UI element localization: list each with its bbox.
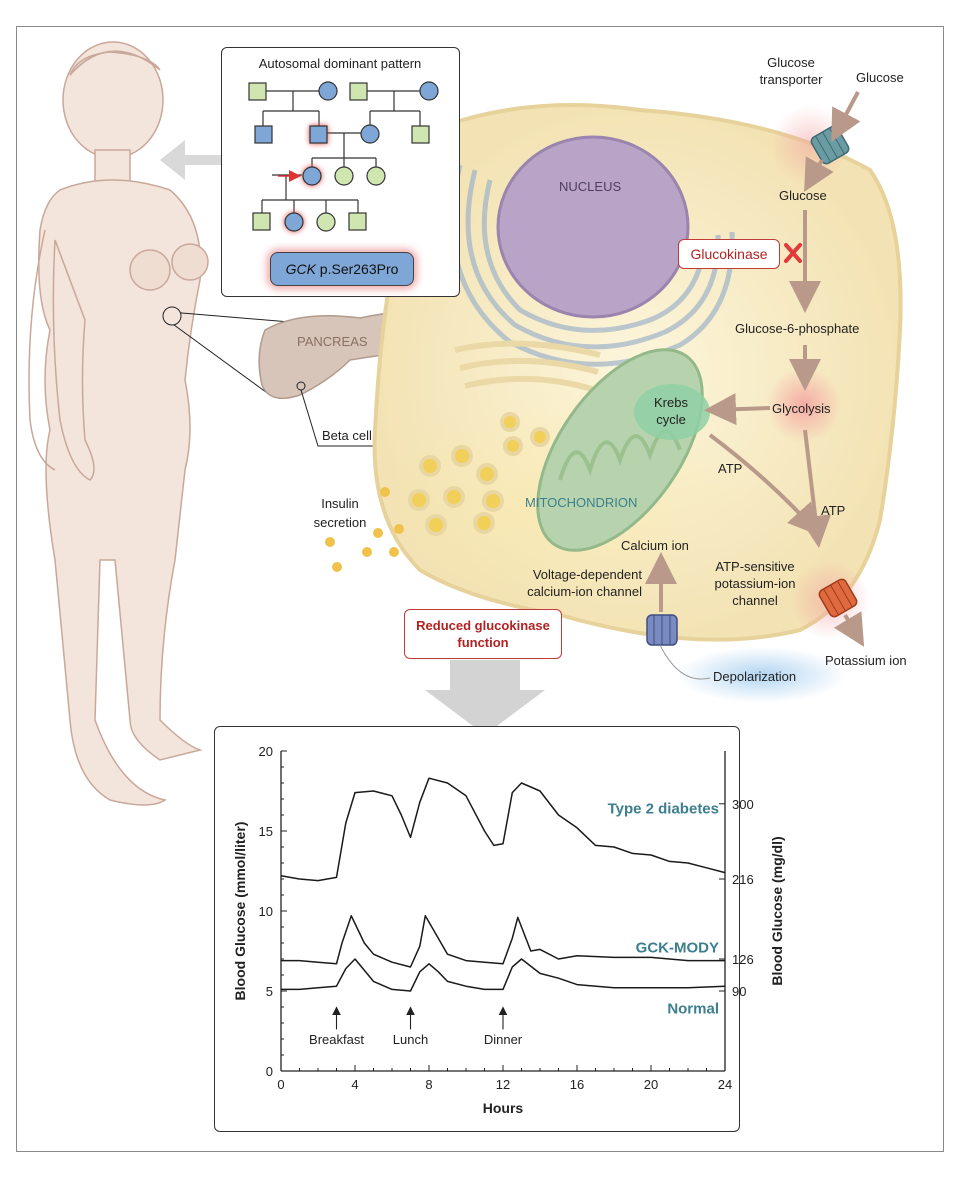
vdcc-line2: calcium-ion channel — [527, 584, 642, 599]
pedigree-male-unaffected — [348, 212, 367, 231]
mitochondrion-label: MITOCHONDRION — [525, 495, 638, 510]
y-right-tick-label: 126 — [732, 952, 754, 967]
pedigree-female-affected — [318, 81, 338, 101]
x-axis-title: Hours — [483, 1100, 524, 1116]
mutation-variant: p.Ser263Pro — [315, 261, 399, 277]
y-right-tick-label: 216 — [732, 872, 754, 887]
y-right-tick-label: 90 — [732, 984, 746, 999]
insulin-granules — [408, 412, 550, 536]
pointer-arrow-left — [160, 140, 222, 180]
pedigree-female-affected — [360, 124, 380, 144]
vdcc-line1: Voltage-dependent — [532, 567, 642, 582]
woman-figure — [28, 41, 209, 806]
glucose-transporter-line1: Glucose — [767, 55, 815, 70]
katp-label: ATP-sensitive potassium-ion channel — [700, 558, 810, 609]
krebs-line1: Krebs — [654, 395, 688, 410]
glycolysis-label: Glycolysis — [772, 401, 831, 416]
x-tick-label: 12 — [496, 1077, 510, 1092]
pedigree-proband — [302, 166, 322, 186]
katp-line2: potassium-ion — [714, 576, 796, 591]
beta-cell-label: Beta cell — [322, 428, 372, 443]
pedigree-male-unaffected — [349, 82, 368, 101]
insulin-secretion-label: Insulin secretion — [305, 494, 375, 532]
series-line-type-2-diabetes — [280, 777, 726, 882]
katp-channel — [818, 578, 858, 618]
x-tick-label: 0 — [277, 1077, 284, 1092]
y-tick-label: 20 — [259, 744, 273, 759]
secreted-insulin — [325, 487, 404, 572]
depolarization-label: Depolarization — [713, 669, 797, 684]
reduced-line1: Reduced glucokinase — [416, 618, 550, 633]
figure-frame — [16, 26, 944, 1152]
golgi — [454, 340, 601, 393]
potassium-ion-label: Potassium ion — [825, 653, 907, 668]
pedigree-chart — [248, 81, 439, 232]
katp-line1: ATP-sensitive — [715, 559, 795, 574]
meal-label-dinner: Dinner — [484, 1032, 523, 1047]
glucose-transporter-line2: transporter — [759, 72, 823, 87]
atp-label-1: ATP — [718, 461, 743, 476]
meal-label-lunch: Lunch — [393, 1032, 428, 1047]
series-label-gck-mody: GCK-MODY — [636, 940, 719, 957]
y-axis-title-right: Blood Glucose (mg/dl) — [769, 836, 785, 985]
mutation-label: GCK p.Ser263Pro — [270, 252, 414, 286]
pedigree-male-affected-proband-parent — [309, 125, 328, 144]
glucokinase-label: Glucokinase — [678, 239, 780, 269]
calcium-ion-label: Calcium ion — [621, 538, 689, 553]
pedigree-female-affected — [284, 212, 304, 232]
series-line-normal — [281, 958, 726, 992]
meal-label-breakfast: Breakfast — [309, 1032, 364, 1047]
pedigree-female-unaffected — [366, 166, 386, 186]
krebs-label: Krebs cycle — [646, 394, 696, 428]
reduced-line2: function — [457, 635, 509, 650]
pedigree-female-unaffected — [316, 212, 336, 232]
glucose-transporter-label: Glucose transporter — [748, 54, 834, 88]
series-line-gck-mody — [281, 915, 725, 968]
pathway-arrows — [645, 91, 865, 647]
pedigree-female-affected — [419, 81, 439, 101]
x-tick-label: 16 — [570, 1077, 584, 1092]
series-label-normal: Normal — [667, 1000, 719, 1017]
nucleus-shape — [496, 135, 690, 319]
y-axis-title-left: Blood Glucose (mmol/liter) — [232, 822, 248, 1001]
x-tick-label: 8 — [425, 1077, 432, 1092]
nucleus-label: NUCLEUS — [559, 179, 622, 194]
glucose-outside-label: Glucose — [856, 70, 904, 85]
series-label-type-2-diabetes: Type 2 diabetes — [608, 800, 719, 817]
pedigree-female-unaffected — [334, 166, 354, 186]
pedigree-title: Autosomal dominant pattern — [258, 56, 422, 71]
y-right-tick-label: 300 — [732, 797, 754, 812]
y-tick-label: 10 — [259, 904, 273, 919]
insulin-line1: Insulin — [321, 496, 359, 511]
glucokinase-blocked-icon — [784, 243, 802, 263]
pedigree-male-unaffected — [411, 125, 430, 144]
mutation-gene: GCK — [285, 261, 316, 277]
vdcc-label: Voltage-dependent calcium-ion channel — [512, 566, 642, 600]
x-tick-label: 20 — [644, 1077, 658, 1092]
katp-line3: channel — [732, 593, 778, 608]
y-tick-label: 5 — [266, 984, 273, 999]
x-tick-label: 4 — [351, 1077, 358, 1092]
pancreas-label: PANCREAS — [297, 334, 368, 349]
krebs-line2: cycle — [656, 412, 686, 427]
pedigree-male-unaffected — [248, 82, 267, 101]
calcium-channel — [646, 614, 678, 646]
pedigree-male-affected — [254, 125, 273, 144]
g6p-label: Glucose-6-phosphate — [735, 321, 860, 336]
y-tick-label: 15 — [259, 824, 273, 839]
glucose-inside-label: Glucose — [779, 188, 827, 203]
x-tick-label: 24 — [718, 1077, 732, 1092]
reduced-glucokinase-label: Reduced glucokinase function — [404, 609, 562, 659]
atp-label-2: ATP — [821, 503, 846, 518]
pedigree-male-unaffected — [252, 212, 271, 231]
down-arrow — [425, 660, 545, 735]
y-tick-label: 0 — [266, 1064, 273, 1079]
insulin-line2: secretion — [313, 515, 367, 530]
